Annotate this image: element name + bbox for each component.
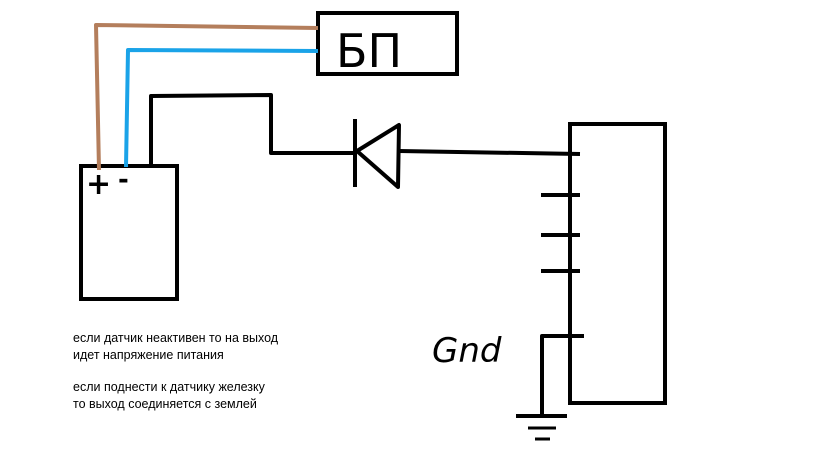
diode-symbol (353, 119, 401, 189)
note-line-3: если поднести к датчику железку (73, 380, 265, 394)
connector-pins (541, 193, 580, 273)
explanation-note: если датчик неактивен то на выход идет н… (73, 330, 278, 413)
note-line-1: если датчик неактивен то на выход (73, 331, 279, 345)
brown-wire (94, 23, 319, 171)
note-line-4: то выход соединяется с землей (73, 397, 257, 411)
sensor-box (79, 164, 179, 301)
ground-label: Gnd (432, 331, 502, 371)
sensor-minus-label: - (118, 165, 129, 195)
sensor-plus-label: + (86, 167, 111, 202)
power-supply-label: БП (336, 24, 402, 78)
output-wire (149, 93, 355, 166)
ground-wire (540, 334, 584, 414)
note-spacer (73, 364, 278, 379)
ground-symbol-icon (516, 414, 567, 441)
connector-block (568, 122, 667, 405)
diode-to-connector-wire (398, 149, 581, 156)
note-line-2: идет напряжение питания (73, 348, 224, 362)
power-supply-box (316, 11, 459, 76)
blue-wire (124, 48, 319, 168)
